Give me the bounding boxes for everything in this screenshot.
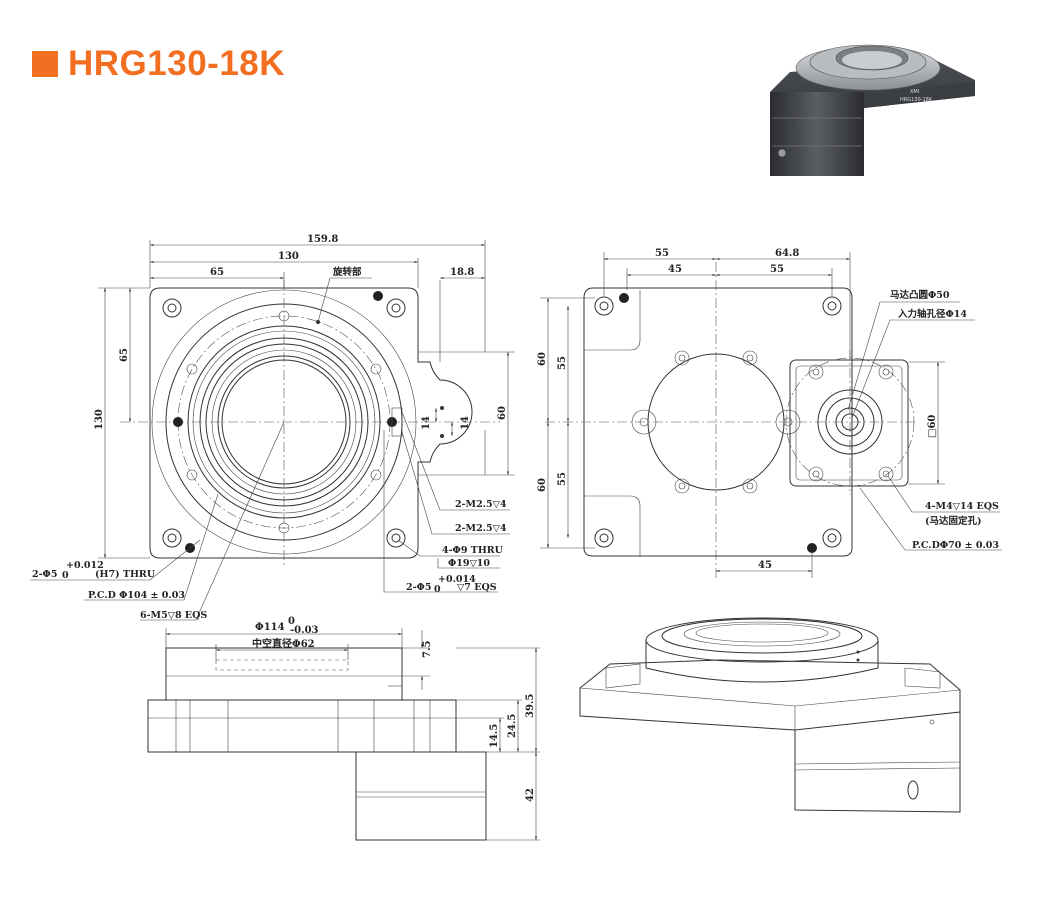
callout-pin-b-zero: 0 bbox=[434, 584, 441, 595]
product-photo: XMI HRG130-18K bbox=[770, 44, 975, 176]
dim-75: 7.5 bbox=[422, 641, 433, 658]
title-square-icon bbox=[32, 50, 58, 77]
callout-pin-a-tol: +0.012 bbox=[66, 560, 104, 571]
callout-m4-a: 4-M4▽14 EQS bbox=[925, 501, 999, 512]
dim-hollow: 中空直径Φ62 bbox=[252, 637, 315, 650]
dim-55-right: 55 bbox=[770, 264, 784, 275]
callout-pin-b-rest: ▽7 EQS bbox=[457, 582, 497, 593]
dim-body-width: 130 bbox=[278, 251, 299, 262]
callout-m5: 6-M5▽8 EQS bbox=[140, 610, 207, 621]
title-text: HRG130-18K bbox=[68, 44, 286, 83]
dim-overall-width: 159.8 bbox=[307, 234, 338, 245]
callout-pin-a-main: 2-Φ5 bbox=[32, 569, 57, 580]
side-view: Φ114 0 -0.03 中空直径Φ62 7.5 39.5 24.5 14.5 … bbox=[147, 616, 540, 841]
top-view: 159.8 130 65 18.8 130 65 60 14 14 旋转部 2-… bbox=[30, 234, 515, 621]
callout-pin-a-zero: 0 bbox=[62, 570, 69, 581]
dim-phi114-main: Φ114 bbox=[255, 622, 285, 633]
dim-ear-width: 18.8 bbox=[450, 267, 474, 278]
dim-45-bottom: 45 bbox=[758, 560, 772, 571]
dim-55-left: 55 bbox=[655, 248, 669, 259]
dim-half-width: 65 bbox=[210, 267, 224, 278]
callout-pin-b-tol: +0.014 bbox=[438, 574, 476, 585]
isometric-view bbox=[579, 617, 961, 813]
callout-motor-boss: 马达凸圆Φ50 bbox=[890, 289, 950, 301]
page-title: HRG130-18K bbox=[32, 46, 285, 81]
dim-395: 39.5 bbox=[525, 694, 536, 718]
dim-ear-height: 60 bbox=[497, 406, 508, 420]
callout-phi9-a: 4-Φ9 THRU bbox=[442, 545, 504, 556]
callout-pcd70: P.C.DΦ70 ± 0.03 bbox=[912, 540, 999, 551]
dim-height: 130 bbox=[94, 409, 105, 430]
dim-55-upper: 55 bbox=[557, 356, 568, 370]
dim-phi114-tol-top: 0 bbox=[288, 616, 295, 627]
dim-245: 24.5 bbox=[507, 714, 518, 738]
bottom-view: 55 64.8 45 55 60 60 55 55 45 □60 马达凸圆Φ50… bbox=[537, 248, 1002, 578]
dim-slot-lower: 14 bbox=[460, 416, 471, 430]
dim-60-lower: 60 bbox=[537, 478, 548, 492]
callout-m4-b: (马达固定孔) bbox=[925, 515, 982, 527]
dim-45-left: 45 bbox=[668, 264, 682, 275]
dim-55-lower: 55 bbox=[557, 472, 568, 486]
callout-phi9-b: Φ19▽10 bbox=[448, 558, 490, 569]
dim-648: 64.8 bbox=[775, 248, 799, 259]
dim-42: 42 bbox=[525, 788, 536, 802]
dim-145: 14.5 bbox=[489, 724, 500, 748]
dim-square-60: □60 bbox=[927, 415, 938, 438]
callout-input-shaft: 入力轴孔径Φ14 bbox=[897, 308, 967, 320]
callout-pin-b-main: 2-Φ5 bbox=[406, 582, 431, 593]
photo-model-text: HRG130-18K bbox=[900, 97, 933, 103]
dim-60-upper: 60 bbox=[537, 352, 548, 366]
callout-pin-a-rest: (H7) THRU bbox=[95, 569, 156, 580]
dim-slot-upper: 14 bbox=[421, 416, 432, 430]
photo-brand-text: XMI bbox=[910, 89, 919, 95]
label-rotating-part: 旋转部 bbox=[332, 266, 362, 278]
dim-phi114-tol-bot: -0.03 bbox=[290, 625, 319, 636]
callout-m25-b: 2-M2.5▽4 bbox=[455, 523, 507, 534]
callout-m25-a: 2-M2.5▽4 bbox=[455, 499, 507, 510]
dim-half-height: 65 bbox=[119, 348, 130, 362]
callout-pcd: P.C.D Φ104 ± 0.03 bbox=[88, 590, 185, 601]
